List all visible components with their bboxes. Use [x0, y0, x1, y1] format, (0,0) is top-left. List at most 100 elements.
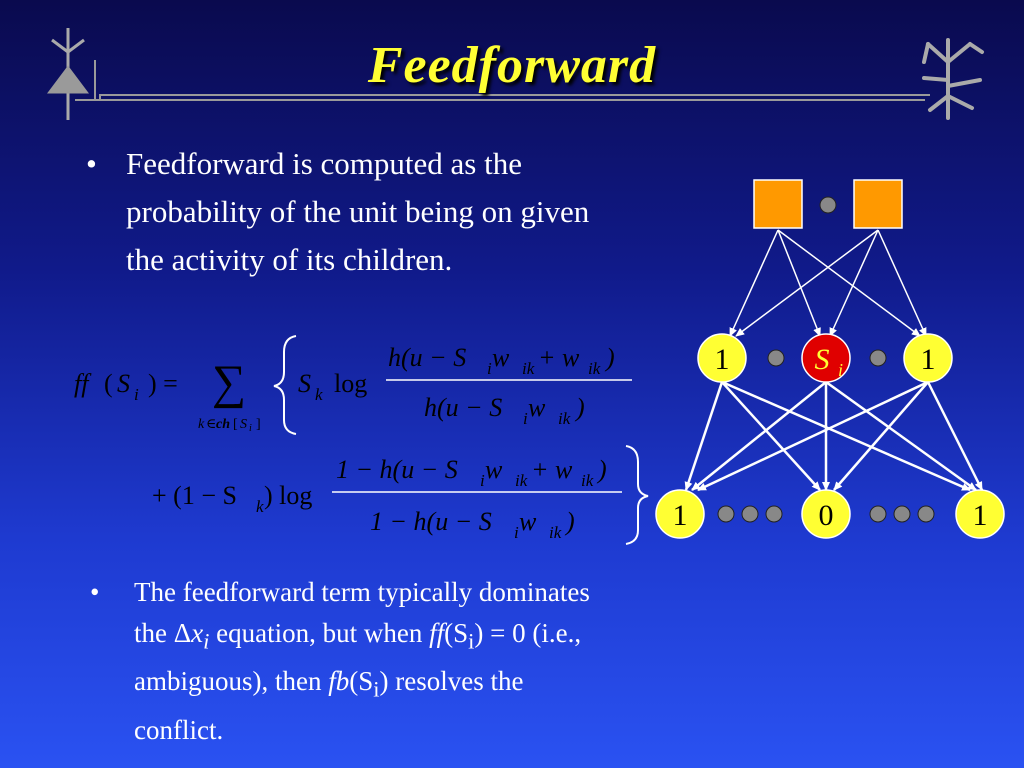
- neuron-right-icon: [922, 38, 984, 120]
- num1-ik2: ik: [588, 359, 601, 378]
- sum-limit-S: S: [240, 417, 247, 432]
- neuron-left-icon: [47, 28, 89, 120]
- active-node-i-label: i: [838, 360, 843, 380]
- middle-node-left: [697, 333, 747, 383]
- bullet-text: The feedforward term typically dominates…: [134, 572, 610, 751]
- left-brace: [273, 335, 297, 435]
- sum-limit-i: i: [249, 423, 252, 434]
- fraction1-denominator: h(u − S i w ik ): [424, 393, 585, 428]
- num1-w: w: [492, 343, 510, 372]
- den1-ik: ik: [558, 409, 571, 428]
- active-node-S-label: S: [815, 343, 830, 376]
- sum-limit-open: [: [233, 417, 238, 432]
- bullet2-delta: Δ: [173, 618, 192, 648]
- num1-ik: ik: [522, 359, 535, 378]
- den1-i: i: [523, 409, 528, 428]
- num2-plus-w: + w: [531, 455, 573, 484]
- num2-close: ): [596, 455, 607, 484]
- line2-k: k: [256, 497, 264, 516]
- fraction2-numerator: 1 − h(u − S i w ik + w ik ): [336, 455, 607, 490]
- num2-i: i: [480, 471, 485, 490]
- slide-title: Feedforward: [367, 37, 657, 94]
- middle-node-left-label: 1: [715, 343, 730, 376]
- bullet2-ff: ff: [429, 618, 445, 648]
- child-node-right: [955, 489, 1005, 539]
- line1-S: S: [298, 369, 311, 398]
- bullet2-fb: fb: [328, 666, 350, 697]
- bullet-item: • The feedforward term typically dominat…: [90, 572, 610, 751]
- num2-ik: ik: [515, 471, 528, 490]
- formula-S-sub: i: [134, 385, 139, 404]
- den2-ik: ik: [549, 523, 562, 542]
- bullet2-s-sub: i: [468, 628, 475, 654]
- bullet2-part: (S: [444, 618, 469, 648]
- num1-main: h(u − S: [388, 343, 466, 372]
- line1-log: log: [334, 369, 367, 398]
- den2-i: i: [514, 523, 519, 542]
- line2-log: ) log: [264, 481, 312, 510]
- bullet2-part: equation, but when: [209, 618, 430, 648]
- den2-w: w: [519, 507, 537, 536]
- num1-close: ): [604, 343, 615, 372]
- formula-sigma: ∑: [212, 356, 246, 409]
- child-node-left-label: 1: [673, 499, 688, 532]
- fraction1-numerator: h(u − S i w ik + w ik ): [388, 343, 615, 378]
- num2-w: w: [485, 455, 503, 484]
- parent-node-right: [853, 179, 903, 229]
- num1-plus-w: + w: [538, 343, 580, 372]
- sum-limit-ch: ch: [216, 417, 230, 432]
- child-node-center-label: 0: [819, 499, 834, 532]
- bullet-marker: •: [90, 577, 100, 607]
- den2-main: 1 − h(u − S: [370, 507, 492, 536]
- fraction2-denominator: 1 − h(u − S i w ik ): [370, 507, 575, 542]
- ellipsis-dot: [767, 349, 785, 367]
- den2-close: ): [564, 507, 575, 536]
- bullet2-x: x: [191, 618, 204, 648]
- child-node-right-label: 1: [973, 499, 988, 532]
- parent-edges: [729, 229, 927, 337]
- middle-node-right: [903, 333, 953, 383]
- ellipsis-dot: [869, 505, 887, 523]
- ellipsis-dot: [741, 505, 759, 523]
- bullet2-part: ) = 0 (i.e., ambiguous), then: [134, 618, 582, 697]
- formula-S: S: [117, 369, 130, 398]
- sum-limit-in: ∈: [206, 417, 216, 432]
- bullet-marker: •: [86, 146, 97, 181]
- right-brace: [625, 445, 649, 545]
- formula-ff: ff: [74, 369, 92, 398]
- ellipsis-dot: [917, 505, 935, 523]
- den1-close: ): [574, 393, 585, 422]
- line2-prefix: + (1 − S: [152, 481, 237, 510]
- bullet2-part: The feedforward term typically dominates…: [134, 577, 590, 648]
- ellipsis-dot: [717, 505, 735, 523]
- bullet2-part: (S: [349, 666, 374, 697]
- bullet-list-top: • Feedforward is computed as the probabi…: [86, 140, 606, 284]
- child-node-center: [801, 489, 851, 539]
- den1-w: w: [528, 393, 546, 422]
- bullet2-part: ) resolves the conflict.: [134, 666, 524, 745]
- sum-limit-k: k: [198, 417, 205, 432]
- child-edges: [684, 380, 984, 492]
- bullet2-s-sub2: i: [373, 676, 380, 702]
- ellipsis-dot: [765, 505, 783, 523]
- num2-ik2: ik: [581, 471, 594, 490]
- active-node-si: [801, 333, 851, 383]
- bullet2-x-sub: i: [203, 628, 210, 654]
- formula-rparen-eq: ) =: [148, 369, 178, 398]
- ellipsis-dot: [869, 349, 887, 367]
- feedforward-formula: ff ( S i ) = ∑ k ∈ ch [ S i ] S k log h(…: [74, 335, 649, 545]
- parent-node-left: [753, 179, 803, 229]
- formula-lparen: (: [104, 369, 113, 398]
- num1-i: i: [487, 359, 492, 378]
- middle-node-right-label: 1: [921, 343, 936, 376]
- ellipsis-dot: [893, 505, 911, 523]
- header-decoration: [47, 28, 984, 120]
- bullet-item: • Feedforward is computed as the probabi…: [86, 140, 606, 284]
- bullet-list-bottom: • The feedforward term typically dominat…: [90, 572, 610, 751]
- sum-limit-close: ]: [256, 417, 261, 432]
- ellipsis-dot: [819, 196, 837, 214]
- bullet-text: Feedforward is computed as the probabili…: [126, 146, 590, 277]
- den1-main: h(u − S: [424, 393, 502, 422]
- child-node-left: [655, 489, 705, 539]
